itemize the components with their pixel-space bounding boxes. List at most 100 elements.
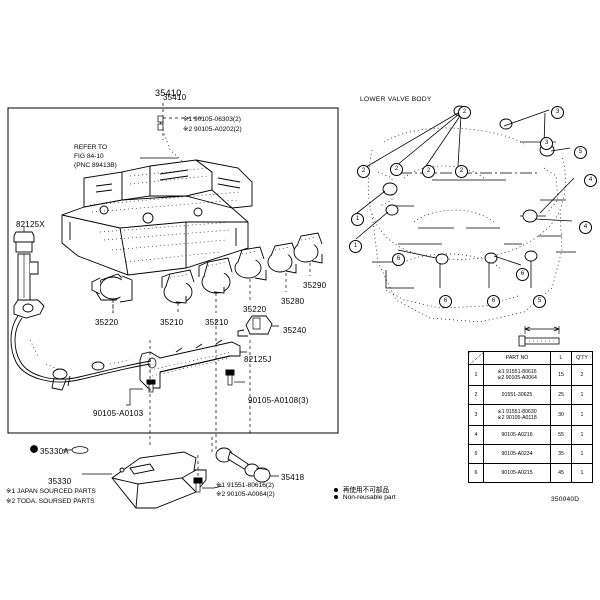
cell-qty: 1: [571, 444, 593, 464]
right-callout-2-6: 2: [458, 106, 471, 119]
nonreusable-en-text: Non-reusable part: [342, 494, 396, 501]
callout-35330: 35330: [48, 477, 72, 486]
refer-to-note-line2: FIG 84-10: [74, 153, 104, 160]
callout-35290: 35290: [303, 281, 327, 290]
th-corner: [468, 351, 484, 365]
right-callout-3-8: 3: [540, 137, 553, 150]
cell-no: 3: [468, 404, 484, 426]
solenoid-35210-b: [198, 257, 233, 294]
parts-table: PART NO L Q'TY 1※1 91551-80616 ※2 90105-…: [468, 351, 593, 483]
nonreusable-bullet-icon-2: [334, 495, 338, 500]
right-callout-6-13: 6: [516, 268, 529, 281]
right-callout-1-1: 1: [349, 240, 362, 253]
nonreusable-legend-en: Non-reusable part: [334, 494, 396, 501]
solenoid-35210-a: [161, 269, 195, 304]
main-panel-border: [7, 107, 339, 434]
right-callout-3-7: 3: [551, 106, 564, 119]
bolt-90105-A0108: [225, 369, 235, 386]
cell-length: 55: [550, 425, 572, 445]
casting-shading: [89, 167, 241, 263]
cell-part-no: 90105-A0216: [483, 425, 551, 445]
callout-35240: 35240: [283, 326, 307, 335]
cell-part-no: 91551-30625: [483, 385, 551, 405]
callout-90105-a0108-3-: 90105-A0108(3): [248, 396, 309, 405]
top-bolt-note-1: ※1 90105-06303(2): [183, 116, 241, 123]
part-35330A: [30, 445, 89, 454]
callout-35210: 35210: [205, 318, 229, 327]
right-callout-4-10: 4: [579, 221, 592, 234]
cell-no: 6: [468, 463, 484, 483]
parts-table-header-row: PART NO L Q'TY: [468, 351, 593, 365]
right-callout-2-5: 2: [455, 165, 468, 178]
cell-length: 35: [550, 444, 572, 464]
part-82125X: [13, 231, 45, 319]
right-callout-2-3: 2: [390, 163, 403, 176]
solenoid-35290: [293, 232, 323, 264]
cell-length: 45: [550, 463, 572, 483]
footnote-japan-sourced: ※1 JAPAN SOURCED PARTS: [6, 488, 96, 495]
cell-length: 15: [550, 364, 572, 386]
cell-qty: 1: [571, 404, 593, 426]
refer-to-note-line1: REFER TO: [74, 144, 108, 151]
callout-35418: 35418: [281, 473, 305, 482]
bolt-35330: [193, 477, 203, 493]
parts-table-wrapper: PART NO L Q'TY 1※1 91551-80616 ※2 90105-…: [468, 351, 593, 483]
cell-part-no: 90105-A0215: [483, 463, 551, 483]
main-part-number-label: 35410: [155, 88, 182, 98]
callout-35410: 35410: [163, 93, 187, 102]
solenoid-35280: [267, 242, 297, 274]
callout-35210: 35210: [160, 318, 184, 327]
cell-part-no: 90105-A0234: [483, 444, 551, 464]
part-35418: [215, 447, 271, 483]
cell-no: 4: [468, 425, 484, 445]
cell-part-no: ※1 91551-80616 ※2 90105-A0064: [483, 364, 551, 386]
right-callout-5-12: 5: [533, 295, 546, 308]
cell-qty: 1: [571, 425, 593, 445]
part-35240: [237, 315, 273, 337]
nonreusable-jp-text: 再使用不可部品: [342, 486, 389, 494]
right-callout-1-0: 1: [351, 213, 364, 226]
solenoid-35220-left: [91, 273, 133, 303]
cell-part-no: ※1 91551-80630 ※2 90105-A0118: [483, 404, 551, 426]
bolt-90105-A0103: [146, 379, 156, 393]
section-title-lower-valve-body: LOWER VALVE BODY: [360, 96, 432, 103]
cell-no: 1: [468, 364, 484, 386]
callout-90105-a0103: 90105-A0103: [93, 409, 144, 418]
part-35330: [111, 451, 207, 509]
th-part-no: PART NO: [483, 351, 551, 365]
cell-no: 5: [468, 444, 484, 464]
bottom-bolt-note-2: ※2 90105-A0064(2): [216, 491, 275, 498]
lower-valve-body-illustration: [355, 105, 576, 323]
bolt-icon-top: [157, 115, 164, 131]
right-callout-6-14: 6: [487, 295, 500, 308]
cell-qty: 2: [571, 364, 593, 386]
callout-35330a: 35330A: [40, 447, 69, 456]
nonreusable-legend-jp: 再使用不可部品: [334, 484, 389, 494]
right-callout-2-4: 2: [422, 165, 435, 178]
cell-qty: 1: [571, 385, 593, 405]
top-bolt-note-2: ※2 90105-A0202(2): [183, 126, 242, 133]
footnote-toda-sourced: ※2 TODA. SOURSED PARTS: [6, 498, 95, 505]
refer-to-note-line3: (PNC 89413B): [74, 162, 117, 169]
diagram-id-code: 350040D: [551, 496, 580, 503]
right-callout-2-2: 2: [357, 165, 370, 178]
cell-length: 25: [550, 385, 572, 405]
callout-82125x: 82125X: [16, 220, 45, 229]
nonreusable-bullet-icon: [334, 488, 338, 493]
callout-35280: 35280: [281, 297, 305, 306]
solenoid-35220-right: [234, 246, 267, 281]
valve-body-casting: [61, 159, 253, 276]
bolt-length-illustration: [518, 326, 560, 347]
th-length: L: [550, 351, 572, 365]
cell-qty: 1: [571, 463, 593, 483]
wire-harness: [10, 315, 152, 391]
right-callout-6-16: 6: [392, 253, 405, 266]
